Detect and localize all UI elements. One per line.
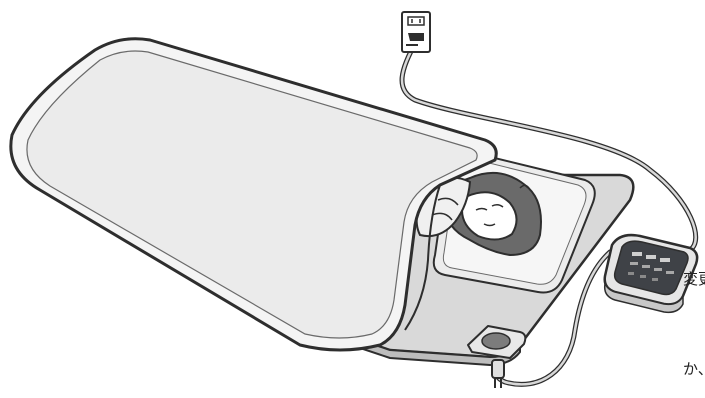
wall-outlet-icon bbox=[402, 12, 430, 52]
side-caption-line-1: 変更 bbox=[683, 272, 705, 287]
power-plug-icon bbox=[492, 360, 504, 388]
side-caption-line-2: か、 bbox=[683, 362, 705, 377]
